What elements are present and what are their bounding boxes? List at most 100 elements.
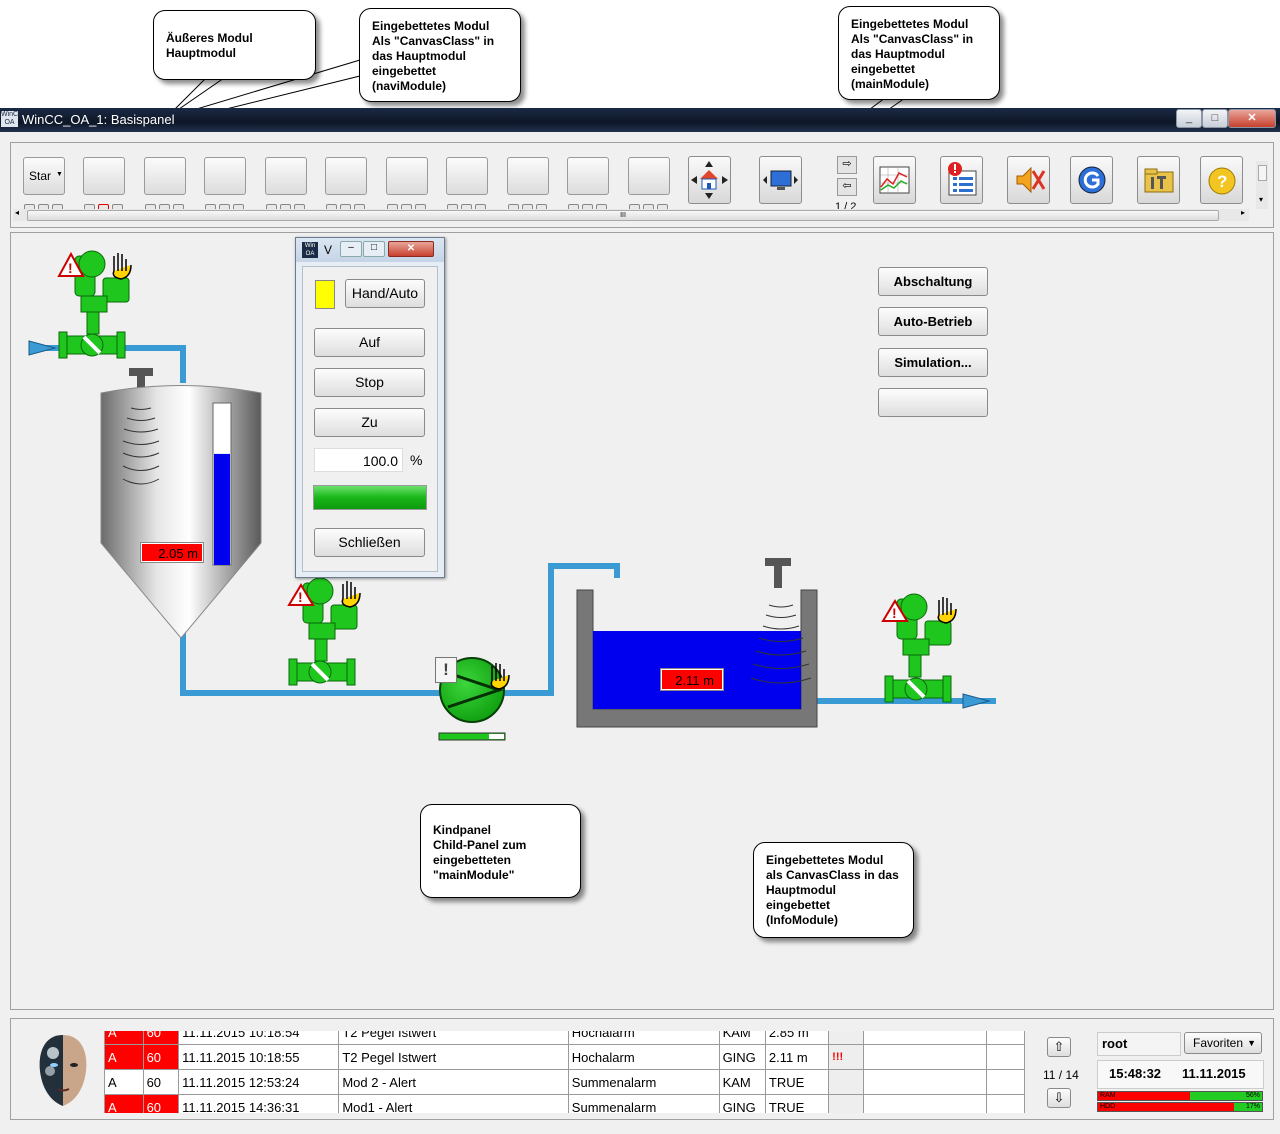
pump-icon — [438, 657, 510, 741]
child-maximize-button[interactable]: □ — [363, 241, 385, 257]
alert-cell-empty — [986, 1094, 1025, 1113]
hdd-usage-bar: HDD 17% — [1097, 1102, 1263, 1112]
nav-button-7[interactable] — [386, 157, 428, 195]
valve-1-icon: ! — [57, 250, 132, 359]
simulation-button[interactable]: Simulation... — [878, 348, 988, 377]
alert-cell-class: Summenalarm — [567, 1094, 720, 1113]
home-button[interactable] — [688, 156, 731, 204]
auto-betrieb-button[interactable]: Auto-Betrieb — [878, 307, 988, 336]
nav-subpage-dots — [24, 199, 66, 211]
alert-cell-prio: 60 — [142, 1044, 180, 1070]
mute-button[interactable] — [1007, 156, 1050, 204]
alarm-list-button[interactable] — [940, 156, 983, 204]
nav-button-10[interactable] — [567, 157, 609, 195]
schliessen-button[interactable]: Schließen — [314, 528, 425, 557]
ram-usage-bar: RAM 56% — [1097, 1091, 1263, 1101]
alert-cell-type: A — [104, 1094, 144, 1113]
chevron-down-icon: ▼ — [1247, 1038, 1256, 1048]
empty-button[interactable] — [878, 388, 988, 417]
zu-button[interactable]: Zu — [314, 408, 425, 437]
navi-scroll-thumb[interactable]: III — [27, 210, 1219, 221]
help-button[interactable]: ? — [1200, 156, 1243, 204]
nav-button-9[interactable] — [507, 157, 549, 195]
alert-cell-type: A — [104, 1044, 144, 1070]
mute-icon — [1016, 166, 1046, 194]
close-window-button[interactable]: ✕ — [1228, 109, 1276, 128]
screen-button[interactable] — [759, 156, 802, 204]
alert-cell-text: T2 Pegel Istwert — [338, 1031, 569, 1045]
ram-label: RAM — [1100, 1092, 1116, 1099]
process-diagram: ! ! ! — [28, 250, 996, 741]
stop-button[interactable]: Stop — [314, 368, 425, 397]
alert-cell-text: Mod 2 - Alert — [338, 1069, 569, 1095]
alert-cell-time: 11.11.2015 10:18:55 — [178, 1044, 340, 1070]
ram-value: 56% — [1245, 1092, 1260, 1099]
nav-button-6[interactable] — [325, 157, 367, 195]
tools-button[interactable] — [1137, 156, 1180, 204]
navi-vertical-scrollbar[interactable]: ▾ — [1256, 161, 1268, 209]
tools-icon — [1144, 168, 1174, 193]
nav-button-3[interactable] — [144, 157, 186, 195]
child-panel-titlebar[interactable]: Win OA V – □ ✕ — [296, 238, 444, 262]
alert-scroll-up-button[interactable]: ⇧ — [1047, 1037, 1071, 1057]
alert-cell-time: 11.11.2015 14:36:31 — [178, 1094, 340, 1113]
pump-warning-icon[interactable]: ! — [435, 657, 457, 683]
outlet-arrow — [962, 693, 991, 709]
window-title-bar[interactable]: WinCC OA WinCC_OA_1: Basispanel _ □ ✕ — [0, 108, 1280, 132]
svg-text:!: ! — [68, 260, 73, 276]
tank-1 — [100, 368, 262, 639]
alert-cell-state: GING — [718, 1094, 766, 1113]
navi-horizontal-scrollbar[interactable]: ◂ III ▸ — [13, 208, 1249, 221]
tank-1-level-bar — [214, 453, 230, 565]
hdd-usage-fill — [1098, 1103, 1235, 1111]
callout-outer-module: Äußeres Modul Hauptmodul — [153, 10, 316, 80]
nav-button-start[interactable]: Star▼ — [23, 157, 65, 195]
abschaltung-button[interactable]: Abschaltung — [878, 267, 988, 296]
setpoint-input[interactable]: 100.0 — [314, 448, 403, 472]
alert-cell-empty — [986, 1044, 1025, 1070]
nav-button-4[interactable] — [204, 157, 246, 195]
child-close-button[interactable]: ✕ — [388, 241, 434, 257]
child-panel[interactable]: Win OA V – □ ✕ Hand/Auto Auf Stop Zu 100… — [295, 237, 445, 578]
position-progress-bar — [313, 485, 427, 510]
user-name-field: root — [1097, 1032, 1181, 1056]
navi-scroll-grip: III — [620, 212, 626, 219]
wincc-logo: WinCC OA — [1, 111, 24, 127]
alert-cell-state: KAM — [718, 1031, 766, 1045]
settings-button[interactable] — [1070, 156, 1113, 204]
page-forward-icon[interactable]: ⇨ — [837, 156, 857, 174]
callout-child-panel: Kindpanel Child-Panel zum eingebetteten … — [420, 804, 581, 898]
alert-cell-state: KAM — [718, 1069, 766, 1095]
maximize-button[interactable]: □ — [1202, 109, 1228, 128]
position-progress-fill — [314, 486, 426, 509]
nav-button-2[interactable] — [83, 157, 125, 195]
valve-3-icon: ! — [881, 593, 957, 703]
clock-time: 15:48:32 — [1109, 1066, 1162, 1081]
settings-icon — [1078, 166, 1106, 194]
child-panel-title: V — [324, 243, 333, 257]
child-minimize-button[interactable]: – — [340, 241, 362, 257]
alert-scroll-down-button[interactable]: ⇩ — [1047, 1088, 1071, 1108]
nav-button-11[interactable] — [628, 157, 670, 195]
home-icon — [691, 161, 728, 199]
hdd-value: 17% — [1245, 1103, 1260, 1110]
minimize-button[interactable]: _ — [1176, 109, 1202, 128]
nav-button-8[interactable] — [446, 157, 488, 195]
alert-cell-empty — [863, 1031, 988, 1045]
page-back-icon[interactable]: ⇦ — [837, 178, 857, 196]
nav-button-start-label: Star — [29, 169, 52, 183]
trend-button[interactable] — [873, 156, 916, 204]
favorites-dropdown[interactable]: Favoriten▼ — [1184, 1032, 1262, 1054]
nav-button-5[interactable] — [265, 157, 307, 195]
auf-button[interactable]: Auf — [314, 328, 425, 357]
child-panel-logo: Win OA — [302, 242, 318, 258]
hand-auto-button[interactable]: Hand/Auto — [345, 279, 425, 308]
user-avatar — [39, 1035, 87, 1106]
alert-cell-empty — [986, 1069, 1025, 1095]
